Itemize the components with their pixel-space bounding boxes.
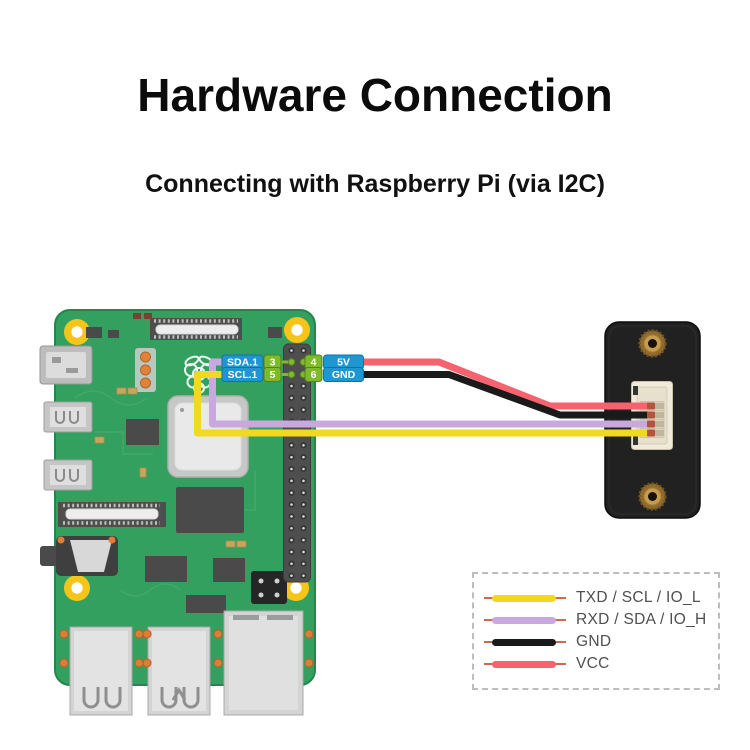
audio-jack [40,536,118,576]
legend-label: VCC [576,655,610,672]
brass-insert-top [638,329,667,358]
wire-sda [209,358,651,428]
camera-connector [150,318,242,340]
ethernet-port [223,610,304,716]
page-title: Hardware Connection [137,69,613,121]
solder-pads [59,629,314,668]
usb-stack-1 [69,626,133,716]
legend-item-gnd: GND [484,631,718,653]
svg-text:SCL.1: SCL.1 [228,369,258,381]
ram-chip [176,487,244,533]
svg-text:3: 3 [270,357,276,369]
resistors [94,387,247,548]
legend-item-vcc: VCC [484,653,718,675]
display-connector [58,502,166,527]
wire-vcc [363,358,651,410]
pad-strip [135,348,156,392]
brass-insert-bottom [638,482,667,511]
pin-labels: SDA.1 3 SCL.1 5 4 5V 6 GND [221,354,364,382]
legend-item-rxd: RXD / SDA / IO_H [484,609,718,631]
usb-stack-2 [147,626,211,716]
wiring-legend: TXD / SCL / IO_L RXD / SDA / IO_H GND VC… [472,572,720,690]
hdmi-port [39,345,93,385]
svg-text:5V: 5V [337,357,350,369]
svg-text:SDA.1: SDA.1 [227,357,258,369]
wire-swatch-yellow [484,590,566,606]
label-gnd: 6 GND [304,367,364,382]
label-scl: SCL.1 5 [221,367,282,382]
svg-text:5: 5 [270,369,276,381]
page-subtitle: Connecting with Raspberry Pi (via I2C) [145,170,605,198]
wire-swatch-purple [484,612,566,628]
label-sda: SDA.1 3 [221,354,282,370]
svg-text:6: 6 [311,369,317,381]
wire-gnd [363,371,651,419]
wire-swatch-red [484,656,566,672]
label-5v: 4 5V [304,354,364,370]
usb-port-left-1 [43,401,93,433]
wire-scl [194,371,651,437]
legend-label: TXD / SCL / IO_L [576,589,701,606]
wire-crimps [647,402,655,437]
wire-swatch-black [484,634,566,650]
jumper-block [251,571,287,604]
svg-text:GND: GND [332,369,356,381]
sensor-module [604,321,701,519]
mounting-holes [64,317,310,601]
wires [194,358,651,437]
legend-label: RXD / SDA / IO_H [576,611,707,628]
misc-chips [86,313,282,613]
legend-item-txd: TXD / SCL / IO_L [484,587,718,609]
svg-text:4: 4 [311,357,317,369]
usb-port-left-2 [43,459,93,491]
legend-label: GND [576,633,612,650]
